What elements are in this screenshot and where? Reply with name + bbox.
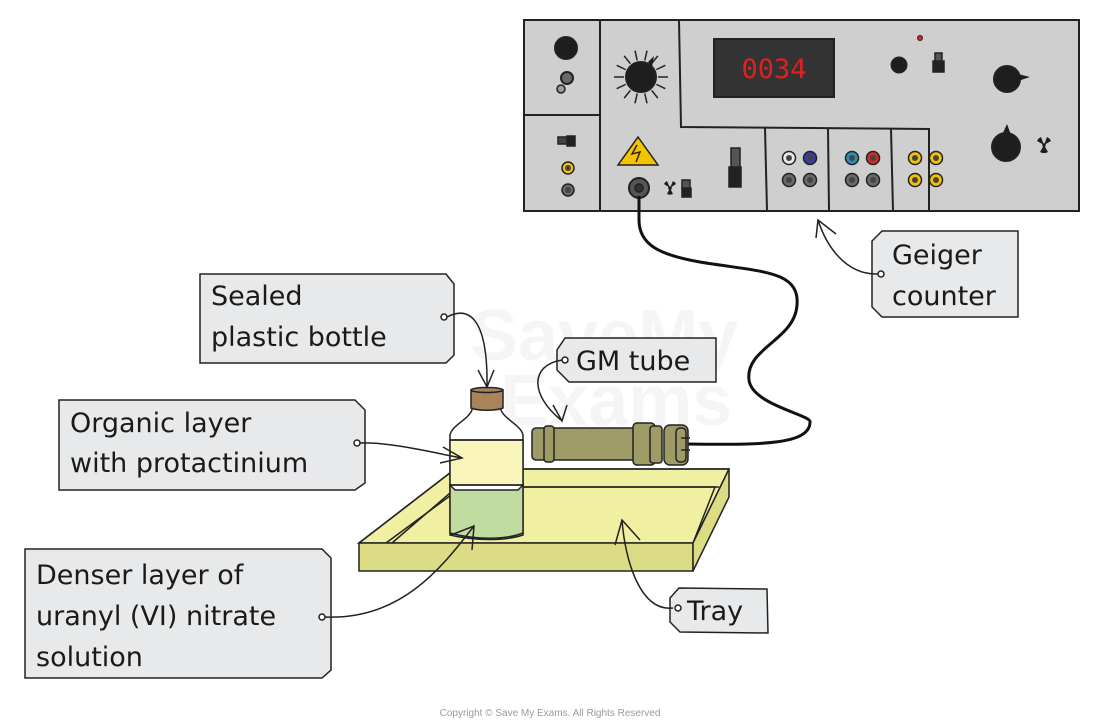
dial-tick: [616, 83, 627, 90]
sealed-plastic-bottle: [449, 386, 524, 541]
dial-tick: [634, 50, 638, 61]
dial-tick: [634, 93, 638, 104]
mode-switch[interactable]: [728, 166, 742, 188]
svg-text:Sealed: Sealed: [211, 281, 303, 312]
socket-hole: [786, 177, 792, 183]
gm-cable: [637, 196, 812, 446]
socket-hole: [870, 177, 876, 183]
socket-hole: [933, 177, 939, 183]
geiger-counter: 0034: [523, 19, 1080, 212]
aqueous-layer: [449, 483, 524, 539]
count-knob[interactable]: [890, 56, 908, 74]
label-sealed-bottle: Sealed plastic bottle: [199, 273, 455, 364]
socket-hole: [849, 155, 855, 161]
svg-text:uranyl (VI) nitrate: uranyl (VI) nitrate: [36, 601, 276, 632]
label-organic-layer: Organic layer with protactinium: [58, 399, 366, 491]
dial-tick: [655, 64, 666, 71]
socket-hole: [912, 155, 918, 161]
svg-text:solution: solution: [36, 642, 143, 673]
socket-hole: [912, 177, 918, 183]
counter-display: [713, 38, 835, 98]
counter-reading: 0034: [741, 54, 806, 85]
socket-hole: [849, 177, 855, 183]
power-knob[interactable]: [554, 36, 578, 60]
timer-knob[interactable]: [993, 65, 1030, 93]
dial-tick: [651, 89, 659, 99]
high-voltage-warning-icon: [616, 135, 660, 166]
dial-tick: [644, 50, 648, 61]
tray: [356, 468, 731, 572]
socket-hole: [807, 155, 813, 161]
svg-text:counter: counter: [892, 281, 997, 312]
small-knob[interactable]: [560, 71, 574, 85]
cork: [470, 389, 504, 411]
socket-hole: [807, 177, 813, 183]
range-knob[interactable]: [991, 124, 1021, 162]
voltage-dial[interactable]: [614, 50, 668, 104]
organic-layer: [449, 439, 524, 486]
label-geiger-counter: Geiger counter: [871, 230, 1019, 318]
socket-hole: [933, 155, 939, 161]
gm-tube: [531, 422, 690, 466]
indicator-led: [917, 35, 923, 41]
svg-text:plastic bottle: plastic bottle: [211, 322, 387, 353]
radiation-icon: [664, 181, 676, 195]
svg-text:with protactinium: with protactinium: [70, 448, 308, 479]
svg-text:Geiger: Geiger: [892, 240, 983, 271]
radiation-icon: [1037, 137, 1051, 154]
dial-tick: [623, 89, 631, 99]
socket-hole: [786, 155, 792, 161]
label-tray: Tray: [669, 587, 769, 634]
label-gm-tube: GM tube: [556, 337, 717, 383]
copyright-text: Copyright © Save My Exams. All Rights Re…: [440, 708, 661, 719]
svg-text:Tray: Tray: [686, 596, 743, 627]
start-switch[interactable]: [932, 60, 945, 73]
reset-switch[interactable]: [681, 187, 692, 198]
dial-tick: [644, 93, 648, 104]
svg-text:Denser layer of: Denser layer of: [36, 560, 245, 591]
svg-text:GM tube: GM tube: [576, 346, 690, 377]
socket-hole: [870, 155, 876, 161]
label-denser-layer: Denser layer of uranyl (VI) nitrate solu…: [24, 548, 332, 679]
dial-tick: [655, 83, 666, 90]
svg-text:Organic layer: Organic layer: [70, 408, 252, 439]
dial-tick: [623, 55, 631, 65]
pointer-arrows: [324, 218, 879, 618]
dial-tick: [616, 64, 627, 71]
